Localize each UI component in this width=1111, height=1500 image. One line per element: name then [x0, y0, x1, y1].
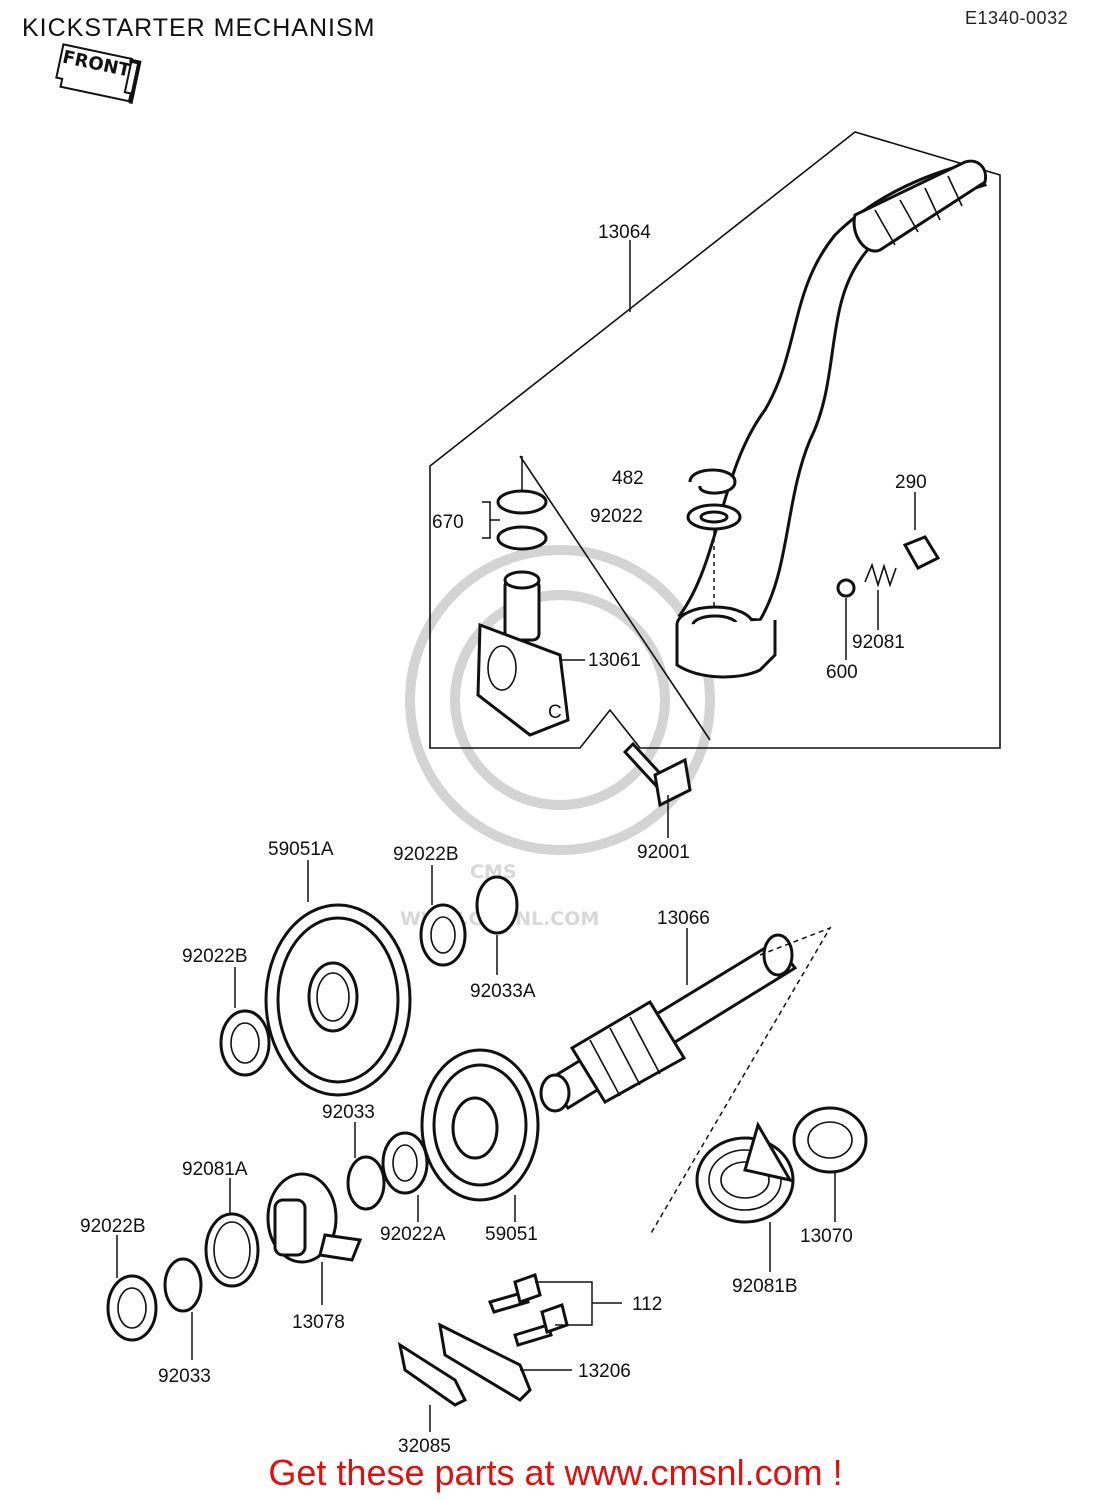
front-arrow-icon: [55, 43, 142, 105]
part-label-92033-low: 92033: [158, 1366, 211, 1387]
part-label-600: 600: [826, 662, 858, 683]
part-label-482: 482: [612, 468, 644, 489]
part-label-92081A: 92081A: [182, 1159, 248, 1180]
oring-lower: [496, 525, 548, 551]
cap-290: [902, 535, 941, 570]
part-label-13078: 13078: [292, 1312, 345, 1333]
bolt-112-lower: [513, 1323, 553, 1347]
spring-92081B: [695, 1121, 795, 1224]
svg-text:C: C: [548, 702, 562, 723]
part-label-92022: 92022: [590, 506, 643, 527]
part-label-92033-mid: 92033: [322, 1102, 375, 1123]
bolt-92001: [622, 741, 692, 808]
plate-32085: [397, 1341, 468, 1407]
circlip-92033-mid: [346, 1155, 386, 1211]
ratchet-13078: [266, 1172, 363, 1264]
circlip-92033-low: [163, 1257, 203, 1313]
part-label-670: 670: [432, 512, 464, 533]
pedal-subassembly-frame: [429, 131, 1001, 749]
plate-13206: [438, 1322, 532, 1402]
kick-boss: C: [476, 570, 570, 737]
shaft-axis-line: [649, 926, 832, 1236]
lead-670: [482, 501, 500, 539]
gear-59051A: [264, 903, 412, 1097]
part-label-92022B-low: 92022B: [80, 1216, 146, 1237]
part-label-32085: 32085: [398, 1436, 451, 1457]
guide-13070: [792, 1106, 868, 1174]
washer-92022B-top: [419, 903, 467, 967]
washer-92022B-low: [106, 1274, 158, 1342]
part-label-92081: 92081: [852, 632, 905, 653]
cms-watermark: CMS WWW.CMSNL.COM: [400, 545, 715, 930]
part-label-92022B-left: 92022B: [182, 946, 248, 967]
washer-92022B-left: [219, 1009, 271, 1077]
part-label-112: 112: [632, 1294, 662, 1315]
front-direction-marker: FRONT: [52, 42, 142, 106]
part-label-290: 290: [895, 472, 927, 493]
cmsnl-parts-link[interactable]: Get these parts at www.cmsnl.com !: [268, 1452, 843, 1493]
oring-upper: [496, 489, 548, 515]
part-label-13061: 13061: [588, 650, 641, 671]
part-label-92033A: 92033A: [470, 981, 536, 1002]
kick-pedal-lever: [675, 159, 988, 679]
diagram-title: KICKSTARTER MECHANISM: [22, 14, 376, 42]
part-label-59051: 59051: [485, 1224, 538, 1245]
part-label-13064: 13064: [598, 222, 651, 243]
frame-divider-line: [519, 455, 711, 741]
washer-92022A: [381, 1131, 429, 1195]
part-label-92001: 92001: [637, 842, 690, 863]
circlip-92033A: [475, 875, 519, 935]
ball-600: [836, 578, 856, 598]
part-label-92081B: 92081B: [732, 1276, 798, 1297]
part-label-13206: 13206: [578, 1361, 631, 1382]
watermark-inner-ring: [450, 590, 670, 810]
circlip-482: [688, 468, 737, 495]
part-label-92022B-top: 92022B: [393, 844, 459, 865]
part-label-13066: 13066: [657, 908, 710, 929]
part-label-92022A: 92022A: [380, 1224, 446, 1245]
part-label-13070: 13070: [800, 1226, 853, 1247]
gear-59051: [420, 1048, 540, 1202]
part-label-59051A: 59051A: [268, 839, 334, 860]
diagram-code: E1340-0032: [965, 8, 1069, 28]
lead-112: [535, 1281, 622, 1326]
spring-92081: [864, 562, 897, 588]
watermark-ring: [405, 545, 715, 855]
kick-shaft-13066: [539, 933, 798, 1113]
